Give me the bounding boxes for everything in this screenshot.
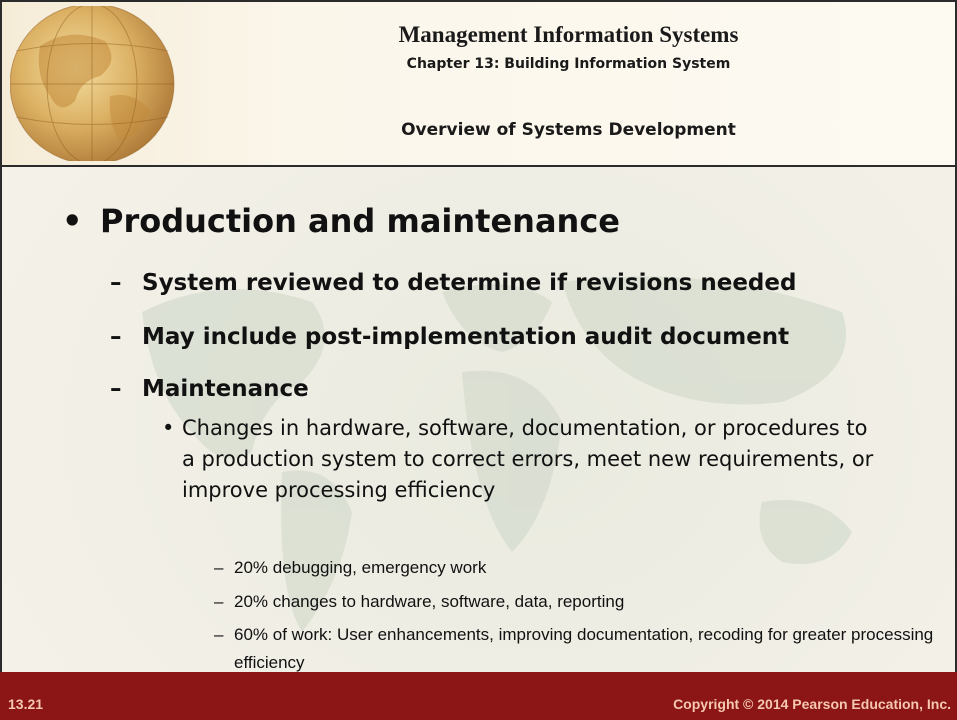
dash-icon: – <box>214 558 224 577</box>
point-item: –May include post-implementation audit d… <box>110 324 789 350</box>
copyright-text: Copyright © 2014 Pearson Education, Inc. <box>673 696 951 712</box>
world-map-watermark <box>142 276 852 632</box>
point-text: System reviewed to determine if revision… <box>142 270 797 296</box>
slide-body: •Production and maintenance –System revi… <box>2 2 955 677</box>
point-text: May include post-implementation audit do… <box>142 324 790 350</box>
bullet-icon: • <box>62 202 83 240</box>
slide-footer: 13.21 Copyright © 2014 Pearson Education… <box>0 672 957 720</box>
point-item: –Maintenance <box>110 376 309 402</box>
globe-icon <box>10 6 175 161</box>
definition-text: Changes in hardware, software, documenta… <box>182 416 874 502</box>
chapter-title: Chapter 13: Building Information System <box>406 56 731 72</box>
dash-icon: – <box>110 324 122 350</box>
dash-icon: – <box>214 592 224 611</box>
point-text: Maintenance <box>142 376 309 402</box>
breakdown-text: 20% debugging, emergency work <box>234 558 487 577</box>
breakdown-item: – 60% of work: User enhancements, improv… <box>214 621 954 677</box>
heading-text: Production and maintenance <box>100 202 620 240</box>
dash-icon: – <box>110 270 122 296</box>
app-title: Management Information Systems <box>398 22 739 47</box>
breakdown-item: – 20% changes to hardware, software, dat… <box>214 588 954 616</box>
dash-icon: – <box>110 376 122 402</box>
point-item: –System reviewed to determine if revisio… <box>110 270 796 296</box>
breakdown-text: 20% changes to hardware, software, data,… <box>234 592 625 611</box>
maintenance-definition: • Changes in hardware, software, documen… <box>162 413 882 506</box>
section-title: Overview of Systems Development <box>401 120 736 140</box>
heading-bullet: • Production and maintenance <box>62 202 620 240</box>
slide-header: Management Information Systems Chapter 1… <box>2 2 955 167</box>
bullet-icon: • <box>162 416 175 440</box>
breakdown-text: 60% of work: User enhancements, improvin… <box>234 625 934 672</box>
page-number: 13.21 <box>8 696 44 712</box>
breakdown-item: – 20% debugging, emergency work <box>214 554 954 582</box>
dash-icon: – <box>214 625 224 644</box>
